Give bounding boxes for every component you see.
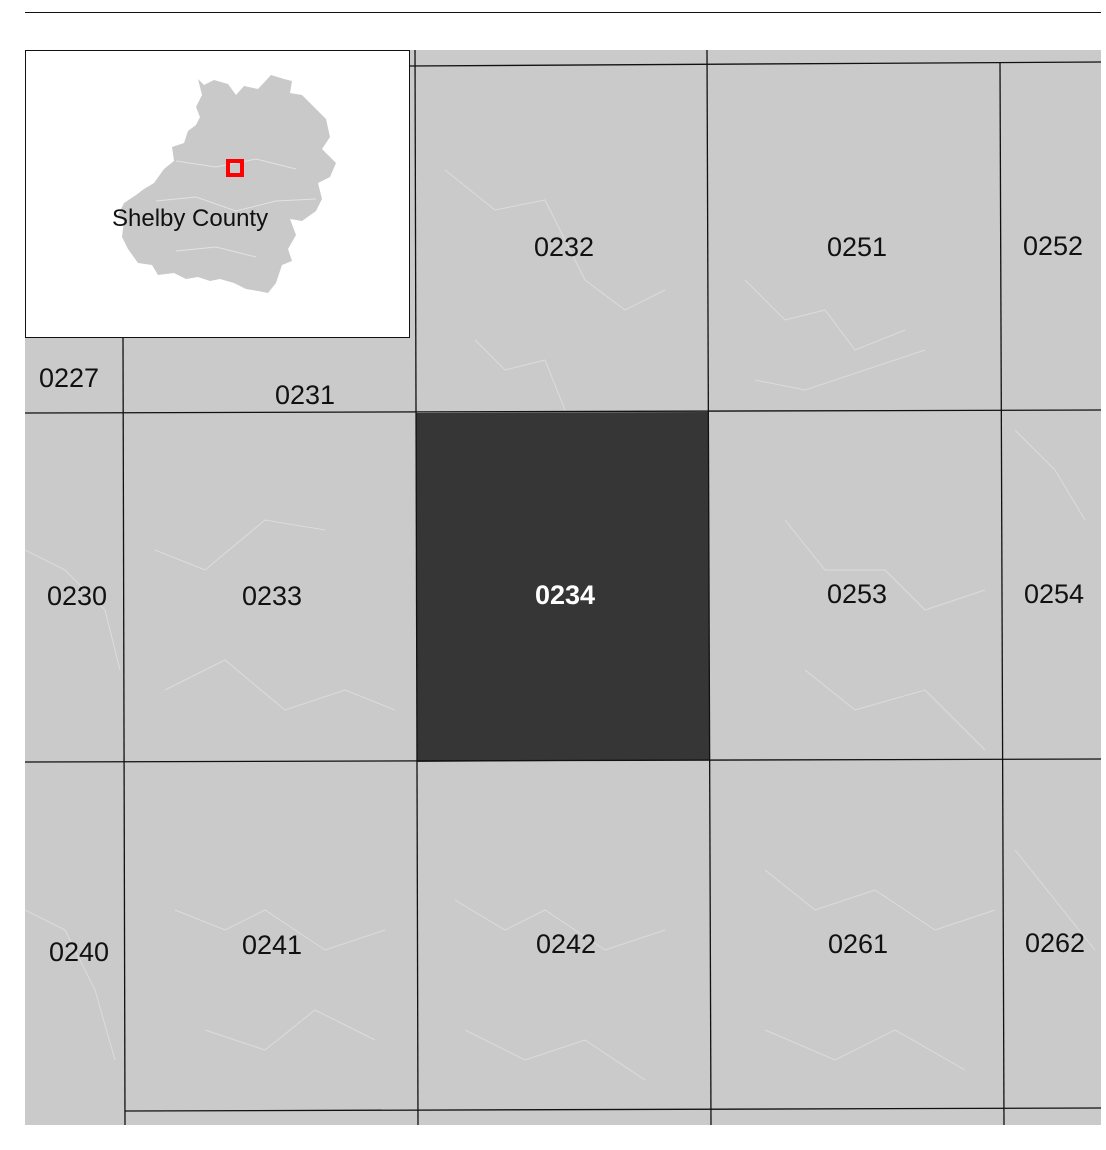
- tile-grid[interactable]: 0227 0230 0231 0232 0233 0234 0240 0241 0242 0251…: [25, 50, 1101, 1125]
- county-shape: [118, 75, 336, 293]
- tile-label-0262[interactable]: 0262: [1025, 928, 1085, 958]
- tile-label-0251[interactable]: 0251: [827, 232, 887, 262]
- tile-label-0254[interactable]: 0254: [1024, 579, 1084, 609]
- tile-label-0242[interactable]: 0242: [536, 929, 596, 959]
- tile-label-0261[interactable]: 0261: [828, 929, 888, 959]
- tile-label-0230[interactable]: 0230: [47, 581, 107, 611]
- grid-lines: [25, 50, 1101, 1125]
- inset-svg: [118, 75, 336, 293]
- tile-label-0233[interactable]: 0233: [242, 581, 302, 611]
- top-rule: [25, 12, 1101, 13]
- tile-label-0253[interactable]: 0253: [827, 579, 887, 609]
- tile-label-0231[interactable]: 0231: [275, 380, 335, 410]
- tile-label-0241[interactable]: 0241: [242, 930, 302, 960]
- inset-locator-map: Shelby County: [25, 50, 410, 338]
- selected-tile-layer: [416, 412, 710, 762]
- tile-label-0252[interactable]: 0252: [1023, 231, 1083, 261]
- tile-label-0232[interactable]: 0232: [534, 232, 594, 262]
- tile-label-0240[interactable]: 0240: [49, 937, 109, 967]
- locator-marker: [226, 159, 244, 177]
- tile-label-0234[interactable]: 0234: [535, 580, 595, 610]
- inset-label: Shelby County: [112, 205, 269, 232]
- parcel-texture: [25, 169, 1096, 1081]
- tile-labels: 0227 0230 0231 0232 0233 0234 0240 0241 0242 0251…: [39, 231, 1085, 967]
- map-frame[interactable]: 0227 0230 0231 0232 0233 0234 0240 0241 0242 0251…: [25, 50, 1101, 1125]
- tile-label-0227[interactable]: 0227: [39, 363, 99, 393]
